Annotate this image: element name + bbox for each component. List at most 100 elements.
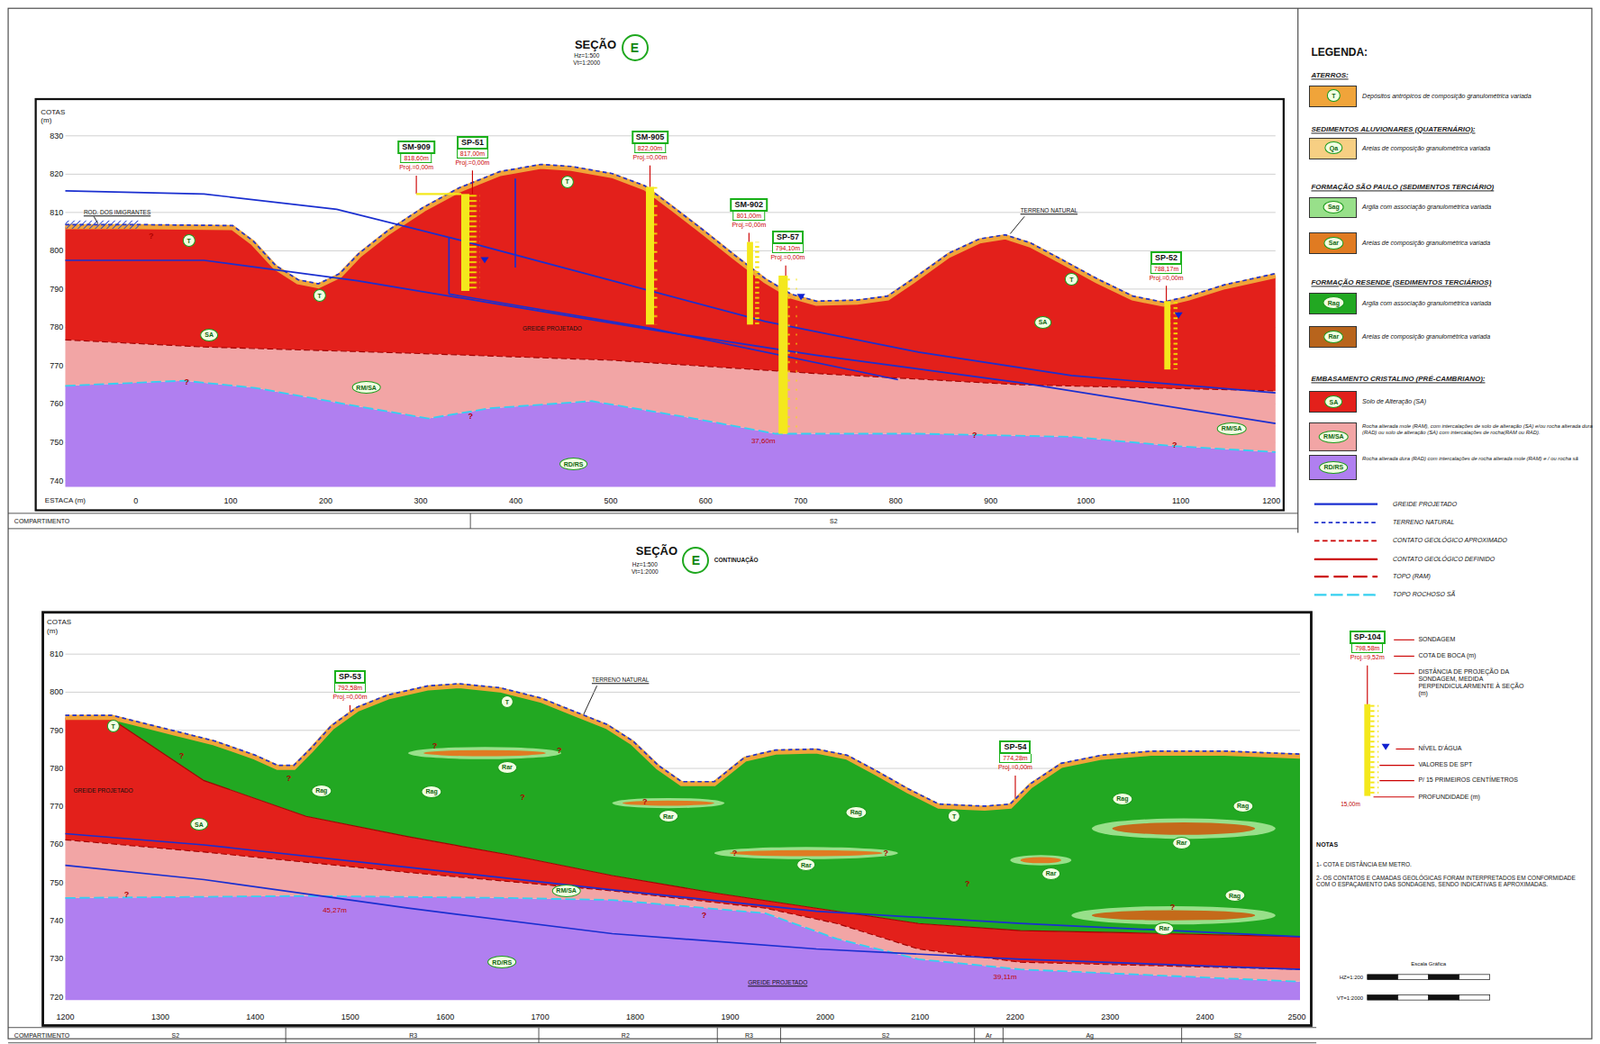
unit-code-circle: SA	[200, 328, 219, 342]
label: TERRENO NATURAL	[591, 677, 649, 684]
sand-lenses	[423, 750, 546, 757]
unit-code-circle: RM/SA	[1217, 422, 1247, 436]
legend-text: GREIDE PROJETADO	[1392, 500, 1457, 508]
unit-code-circle: RM/SA	[1318, 430, 1349, 444]
label: 760	[49, 839, 64, 849]
label: 45,27m	[322, 907, 347, 916]
label: 780	[49, 763, 64, 773]
compartment-row	[285, 1027, 287, 1044]
unit-code-circle: T	[1064, 272, 1078, 286]
label: NOTAS	[1316, 841, 1338, 849]
unit-code: Rag	[1327, 299, 1340, 308]
geologic-contacts	[112, 719, 1300, 937]
projected-grade	[64, 834, 1300, 971]
panel-frame	[43, 612, 1312, 1027]
label: GREIDE PROJETADO	[747, 979, 808, 986]
projection-distance: Proj.=0,00m	[333, 692, 368, 701]
section-letter: E	[630, 40, 639, 55]
unit-code-circle: RM/SA	[351, 381, 382, 394]
unit-code: Rar	[663, 812, 674, 821]
geologic-contacts	[64, 339, 1275, 453]
label: PROFUNDIDADE (m)	[1418, 793, 1480, 801]
unit-code: Rag	[1228, 891, 1241, 900]
compartment-row	[8, 1027, 1317, 1028]
unit-code: T	[111, 722, 116, 731]
unit-code: Sag	[1327, 202, 1340, 211]
label: Hz=1:500	[632, 562, 658, 569]
label: 2300	[1100, 1012, 1119, 1022]
unit-code-circle: SA	[1034, 316, 1053, 329]
projected-grade	[448, 293, 898, 380]
label: COMPARTIMENTO	[14, 1032, 70, 1040]
collar-elevation: 774,28m	[999, 754, 1031, 764]
label: Hz=1:500	[573, 53, 600, 60]
legend-text: Areias de composição granulométrica vari…	[1362, 333, 1491, 341]
collar-elevation: 798,58m	[1351, 644, 1383, 654]
unit-code-circle: Rag	[1111, 792, 1133, 806]
label: DISTÂNCIA DE PROJEÇÃO DA SONDAGEM, MEDID…	[1418, 668, 1531, 698]
geologic-contacts	[64, 381, 1275, 453]
section-letter: E	[691, 553, 700, 568]
borehole-leaders	[748, 232, 750, 242]
legend-text: TOPO ROCHOSO SÃ	[1392, 590, 1455, 599]
label: 1100	[1172, 496, 1190, 506]
unit-code: SA	[1038, 318, 1048, 327]
projection-distance: Proj.=0,00m	[998, 763, 1033, 772]
legend-text: Argila com associação granulométrica var…	[1362, 300, 1491, 308]
label: ?	[432, 741, 438, 751]
section-marker: E	[681, 546, 710, 574]
compartment-row	[973, 1027, 975, 1044]
label: 1600	[436, 1012, 455, 1022]
unit-code: SA	[194, 820, 204, 829]
scale-bar	[1367, 994, 1399, 1000]
unit-code-circle: RD/RS	[1318, 461, 1348, 474]
unit-code: Rar	[501, 763, 513, 772]
legend-line-samples	[1314, 558, 1378, 561]
borehole-tag: SP-54774,28mProj.=0,00m	[998, 740, 1033, 772]
projection-distance: Proj.=0,00m	[1149, 273, 1184, 282]
sand-lenses	[408, 746, 562, 760]
section-marker: E	[621, 34, 649, 62]
unit-code-circle: SA	[1325, 395, 1344, 409]
unit-code-circle: Rar	[796, 858, 817, 872]
borehole-logs	[1363, 704, 1371, 797]
label: 770	[49, 801, 64, 811]
compartment-row	[470, 513, 472, 529]
label: 1400	[245, 1012, 264, 1022]
label: 2- OS CONTATOS E CAMADAS GEOLÓGICAS FORA…	[1316, 874, 1587, 889]
scale-bar	[1398, 974, 1429, 981]
collar-elevation: 822,00m	[634, 144, 666, 154]
borehole-leaders	[1393, 655, 1415, 657]
label: SEÇÃO	[636, 544, 678, 558]
label: P/ 15 PRIMEIROS CENTÍMETROS	[1418, 776, 1518, 784]
legend-text: Argila com associação granulométrica var…	[1362, 203, 1491, 211]
natural-terrain	[64, 685, 1300, 809]
unit-code: Qa	[1329, 144, 1338, 153]
geologic-contacts	[64, 719, 1300, 982]
borehole-logs	[469, 193, 480, 291]
borehole-name: SP-54	[999, 740, 1031, 755]
label: 2000	[816, 1012, 835, 1022]
unit-code-circle: RD/RS	[487, 955, 517, 969]
collar-elevation: 818,60m	[400, 154, 432, 164]
sand-lenses	[729, 850, 883, 857]
scale-bar	[1459, 974, 1491, 981]
borehole-leaders	[1373, 796, 1415, 798]
label: 37,60m	[751, 437, 776, 446]
collar-elevation: 788,17m	[1150, 264, 1182, 274]
sand-lenses	[622, 800, 715, 807]
projected-grade	[64, 178, 1275, 424]
label: TERRENO NATURAL	[1020, 208, 1078, 215]
label: 500	[603, 496, 618, 506]
borehole-offset	[416, 192, 462, 195]
borehole-leaders	[1379, 780, 1415, 782]
borehole-leaders	[1393, 639, 1415, 641]
unit-code: T	[317, 291, 321, 300]
borehole-tag: SP-52788,17mProj.=0,00m	[1149, 251, 1184, 282]
label: 740	[49, 916, 64, 926]
label: 2100	[910, 1012, 929, 1022]
compartment-row	[1181, 1027, 1182, 1044]
unit-code-circle: Rag	[1224, 889, 1246, 902]
sand-lenses	[1020, 857, 1062, 864]
